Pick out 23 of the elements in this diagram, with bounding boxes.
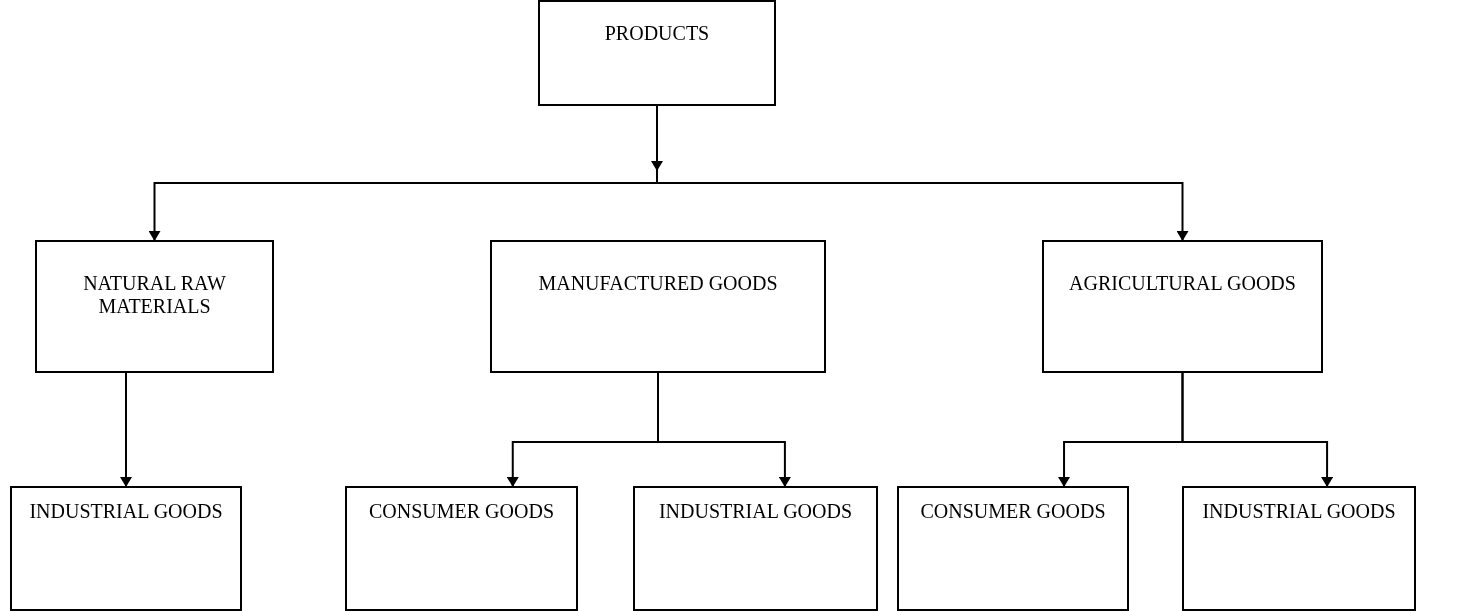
category-box [897,486,1129,611]
arrow [651,105,663,171]
box-label: PRODUCTS [604,22,710,45]
category-box [490,240,826,373]
connector-arrow [120,372,132,487]
category-box [1042,240,1323,373]
box-label: INDUSTRIAL GOODS [1202,500,1396,523]
box-label: MANUFACTURED GOODS [538,272,778,295]
connector-arrow [656,169,1189,241]
box-label: INDUSTRIAL GOODS [658,500,853,523]
category-box [633,486,878,611]
category-box [345,486,578,611]
box-label: NATURAL RAW MATERIALS [82,272,227,318]
box-label: CONSUMER GOODS [369,500,554,523]
box-label: CONSUMER GOODS [920,500,1106,523]
category-box [10,486,242,611]
category-box [35,240,274,373]
box-label: AGRICULTURAL GOODS [1069,272,1296,295]
category-box [538,0,776,106]
connector-arrow [1181,372,1334,487]
box-label: INDUSTRIAL GOODS [29,500,223,523]
connector-arrow [657,372,791,487]
category-box [1182,486,1416,611]
